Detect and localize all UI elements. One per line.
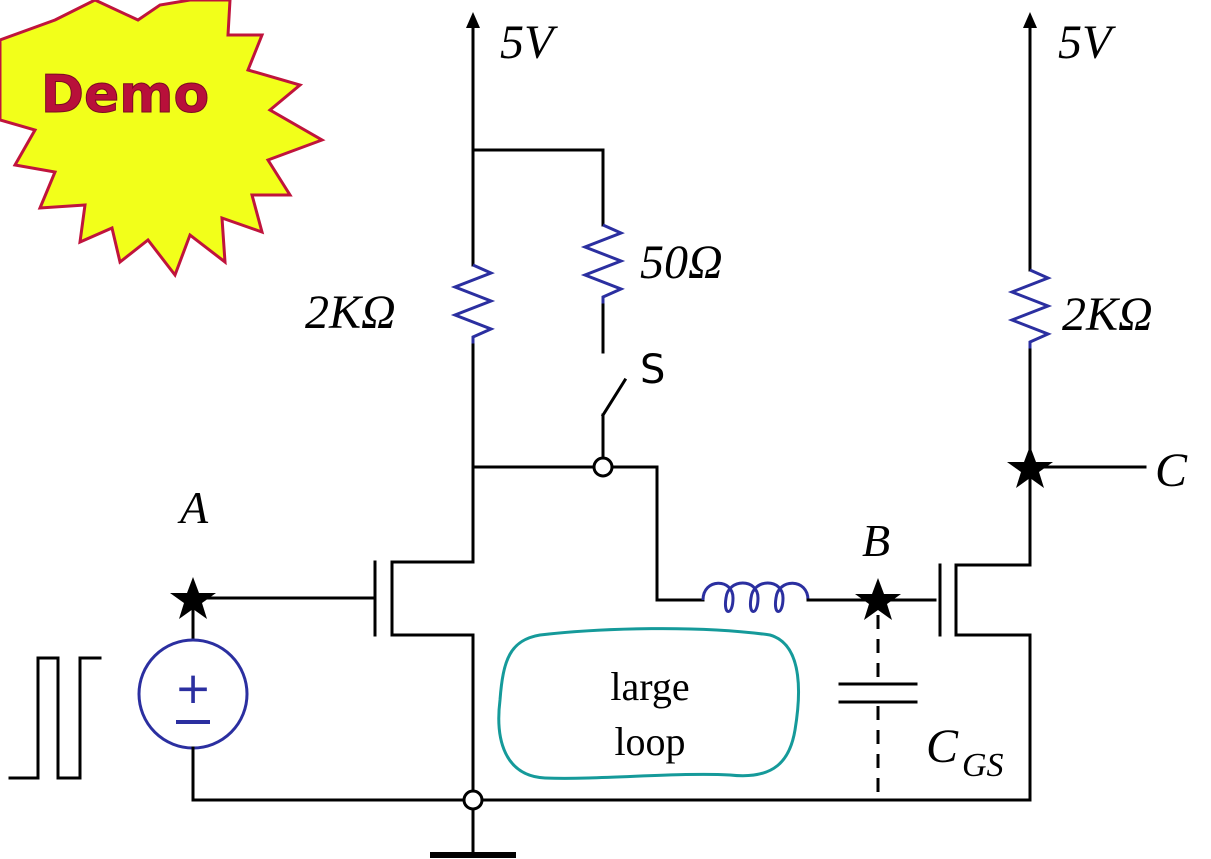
supply-right: 5V bbox=[1023, 12, 1116, 272]
demo-label: Demo bbox=[41, 65, 209, 125]
resistor-mid-label: 50Ω bbox=[640, 236, 723, 289]
demo-badge: Demo bbox=[0, 0, 326, 279]
mosfet-right bbox=[938, 468, 1032, 802]
cgs-label: C bbox=[926, 720, 959, 773]
switch-label: S bbox=[640, 347, 665, 393]
resistor-left: 2KΩ bbox=[305, 148, 496, 562]
node-c: C bbox=[1007, 444, 1188, 497]
arrow-up-icon bbox=[1023, 12, 1037, 28]
node-b-label: B bbox=[862, 515, 890, 566]
resistor-right-label: 2KΩ bbox=[1062, 288, 1153, 341]
resistor-icon bbox=[580, 223, 626, 305]
source-plus: + bbox=[175, 663, 212, 714]
supply-left: 5V bbox=[466, 12, 558, 152]
inductor-icon bbox=[701, 581, 810, 613]
starburst-icon bbox=[0, 0, 326, 279]
star-icon bbox=[1007, 446, 1053, 488]
node-a: A bbox=[170, 482, 216, 619]
loop-outline bbox=[497, 627, 801, 780]
supply-right-label: 5V bbox=[1058, 16, 1116, 69]
voltage-source: + bbox=[137, 638, 249, 750]
pulse-waveform-icon bbox=[8, 656, 102, 780]
arrow-up-icon bbox=[466, 12, 480, 28]
resistor-mid: 50Ω bbox=[580, 223, 723, 354]
star-icon bbox=[855, 578, 901, 620]
inductor bbox=[701, 581, 810, 613]
mosfet-left bbox=[373, 560, 475, 802]
junction-icon bbox=[592, 456, 614, 478]
supply-left-label: 5V bbox=[500, 16, 558, 69]
junction-icon bbox=[462, 789, 484, 811]
cgs-subscript: GS bbox=[962, 747, 1004, 784]
switch-s: S bbox=[600, 347, 665, 460]
star-icon bbox=[170, 577, 216, 619]
resistor-icon bbox=[1007, 268, 1053, 350]
capacitor-cgs: C GS bbox=[838, 682, 1004, 784]
resistor-icon bbox=[450, 263, 496, 345]
loop-line2: loop bbox=[614, 719, 685, 764]
node-c-label: C bbox=[1155, 444, 1188, 497]
loop-callout: large loop bbox=[497, 627, 801, 780]
resistor-left-label: 2KΩ bbox=[305, 286, 396, 339]
node-a-label: A bbox=[177, 482, 209, 533]
node-b: B bbox=[855, 515, 901, 620]
resistor-right: 2KΩ bbox=[1007, 268, 1153, 472]
loop-line1: large bbox=[610, 664, 689, 709]
